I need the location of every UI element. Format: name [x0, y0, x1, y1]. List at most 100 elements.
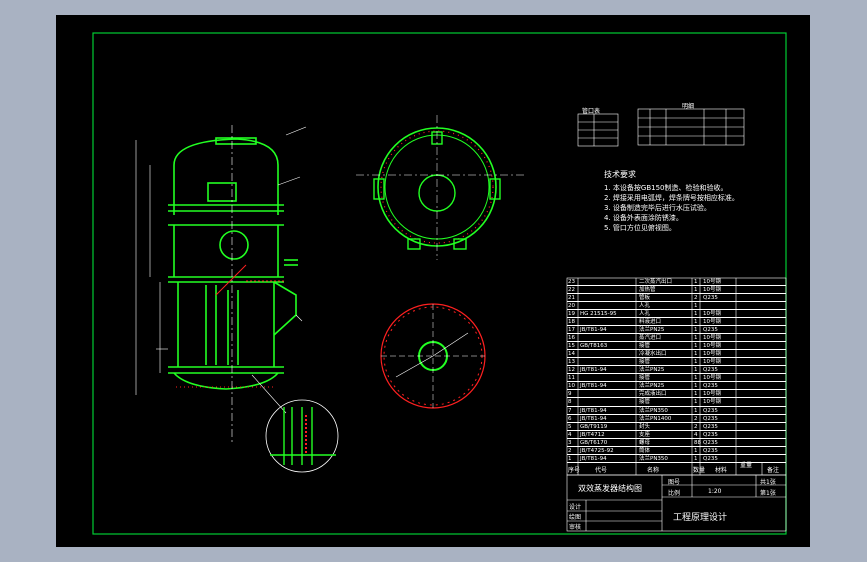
drawing-sheet: 技术要求 1. 本设备按GB150制造、检验和验收。2. 焊接采用电弧焊，焊条牌…	[56, 15, 810, 547]
cell-material: 10号钢	[703, 287, 721, 294]
cad-canvas	[92, 32, 787, 535]
top-view	[356, 115, 526, 260]
cell-code: JB/T4712	[580, 431, 605, 438]
cell-material: Q235	[703, 367, 718, 374]
front-view-hatch	[176, 264, 286, 388]
cell-code: JB/T81-94	[580, 455, 607, 462]
small-table-1	[577, 113, 619, 147]
cell-no: 16	[568, 335, 575, 342]
small-table-2	[637, 108, 745, 146]
cell-name: 支座	[639, 431, 651, 438]
cell-material: 10号钢	[703, 391, 721, 398]
notes-heading: 技术要求	[604, 170, 636, 179]
cell-material: 10号钢	[703, 343, 721, 350]
cell-material: Q235	[703, 423, 718, 430]
cell-no: 12	[568, 367, 575, 374]
cell-qty: 1	[694, 327, 698, 334]
cell-name: 蒸汽进口	[639, 335, 662, 342]
cell-name: 料液进口	[639, 319, 662, 326]
cell-no: 4	[568, 431, 572, 438]
cell-name: 管板	[639, 295, 651, 302]
cell-material: 10号钢	[703, 375, 721, 382]
cell-qty: 4	[694, 431, 698, 438]
cell-material: 10号钢	[703, 359, 721, 366]
scale-label: 比例	[668, 490, 681, 497]
cell-code: GB/T6170	[580, 439, 608, 446]
cell-no: 13	[568, 359, 575, 366]
cell-no: 14	[568, 351, 575, 358]
cell-qty: 88	[694, 439, 701, 446]
cell-no: 20	[568, 303, 575, 310]
scale-value: 1:20	[708, 488, 722, 495]
header-no: 序号	[568, 467, 581, 474]
cell-name: 人孔	[639, 303, 651, 310]
cell-name: 人孔	[639, 311, 651, 318]
cell-qty: 2	[694, 415, 698, 422]
cell-no: 21	[568, 295, 575, 302]
cell-code: JB/T81-94	[580, 407, 607, 414]
header-weight: 重量	[740, 462, 753, 469]
note-item: 4. 设备外表面涂防锈漆。	[604, 214, 683, 222]
cell-name: 法兰PN350	[639, 407, 668, 414]
header-name: 名称	[647, 467, 660, 474]
cell-name: 筒体	[639, 447, 651, 454]
cell-qty: 1	[694, 367, 698, 374]
cell-no: 18	[568, 319, 575, 326]
note-item: 5. 管口方位见俯视图。	[604, 224, 676, 232]
cell-qty: 1	[694, 335, 698, 342]
sign-row-check: 审核	[569, 524, 582, 531]
small-table-2-title: 明细	[682, 103, 695, 110]
cell-material: 10号钢	[703, 311, 721, 318]
cell-no: 6	[568, 415, 572, 422]
sheet-index: 第1张	[760, 490, 776, 497]
cell-qty: 1	[694, 343, 698, 350]
front-view	[168, 137, 298, 390]
cell-code: GB/T8163	[580, 343, 608, 350]
cell-qty: 1	[694, 279, 698, 285]
drawing-name: 双效蒸发器结构图	[578, 484, 642, 493]
notes-list: 1. 本设备按GB150制造、检验和验收。2. 焊接采用电弧焊，焊条牌号按相应标…	[604, 183, 744, 233]
cell-material: Q235	[703, 407, 718, 414]
cell-qty: 1	[694, 399, 698, 406]
cell-qty: 1	[694, 383, 698, 390]
header-qty: 数量	[693, 467, 706, 474]
cell-no: 8	[568, 399, 572, 406]
table-row: 21 管板 2 Q235	[567, 294, 786, 303]
header-remark: 备注	[767, 467, 780, 474]
cell-name: 封头	[639, 423, 651, 430]
cell-qty: 2	[694, 295, 698, 302]
cell-material: Q235	[703, 455, 718, 462]
cell-material: Q235	[703, 295, 718, 302]
sign-row-design: 设计	[569, 504, 582, 511]
cell-qty: 1	[694, 287, 698, 294]
drawing-title: 工程原理设计	[673, 513, 728, 523]
cell-material: 10号钢	[703, 351, 721, 358]
drawing-no-label: 图号	[668, 479, 681, 486]
cell-code: JB/T81-94	[580, 415, 607, 422]
cell-no: 9	[568, 391, 572, 398]
cell-no: 2	[568, 447, 572, 454]
front-view-dimensions	[135, 125, 307, 445]
cell-no: 15	[568, 343, 575, 350]
cell-qty: 1	[694, 391, 698, 398]
header-material: 材料	[715, 467, 728, 474]
cell-code: GB/T9119	[580, 423, 608, 430]
cell-material: Q235	[703, 383, 718, 390]
cell-qty: 1	[694, 455, 698, 462]
cell-name: 法兰PN25	[639, 327, 665, 334]
parts-header: 序号 代号 名称 数量 材料 重量 备注	[567, 462, 786, 475]
